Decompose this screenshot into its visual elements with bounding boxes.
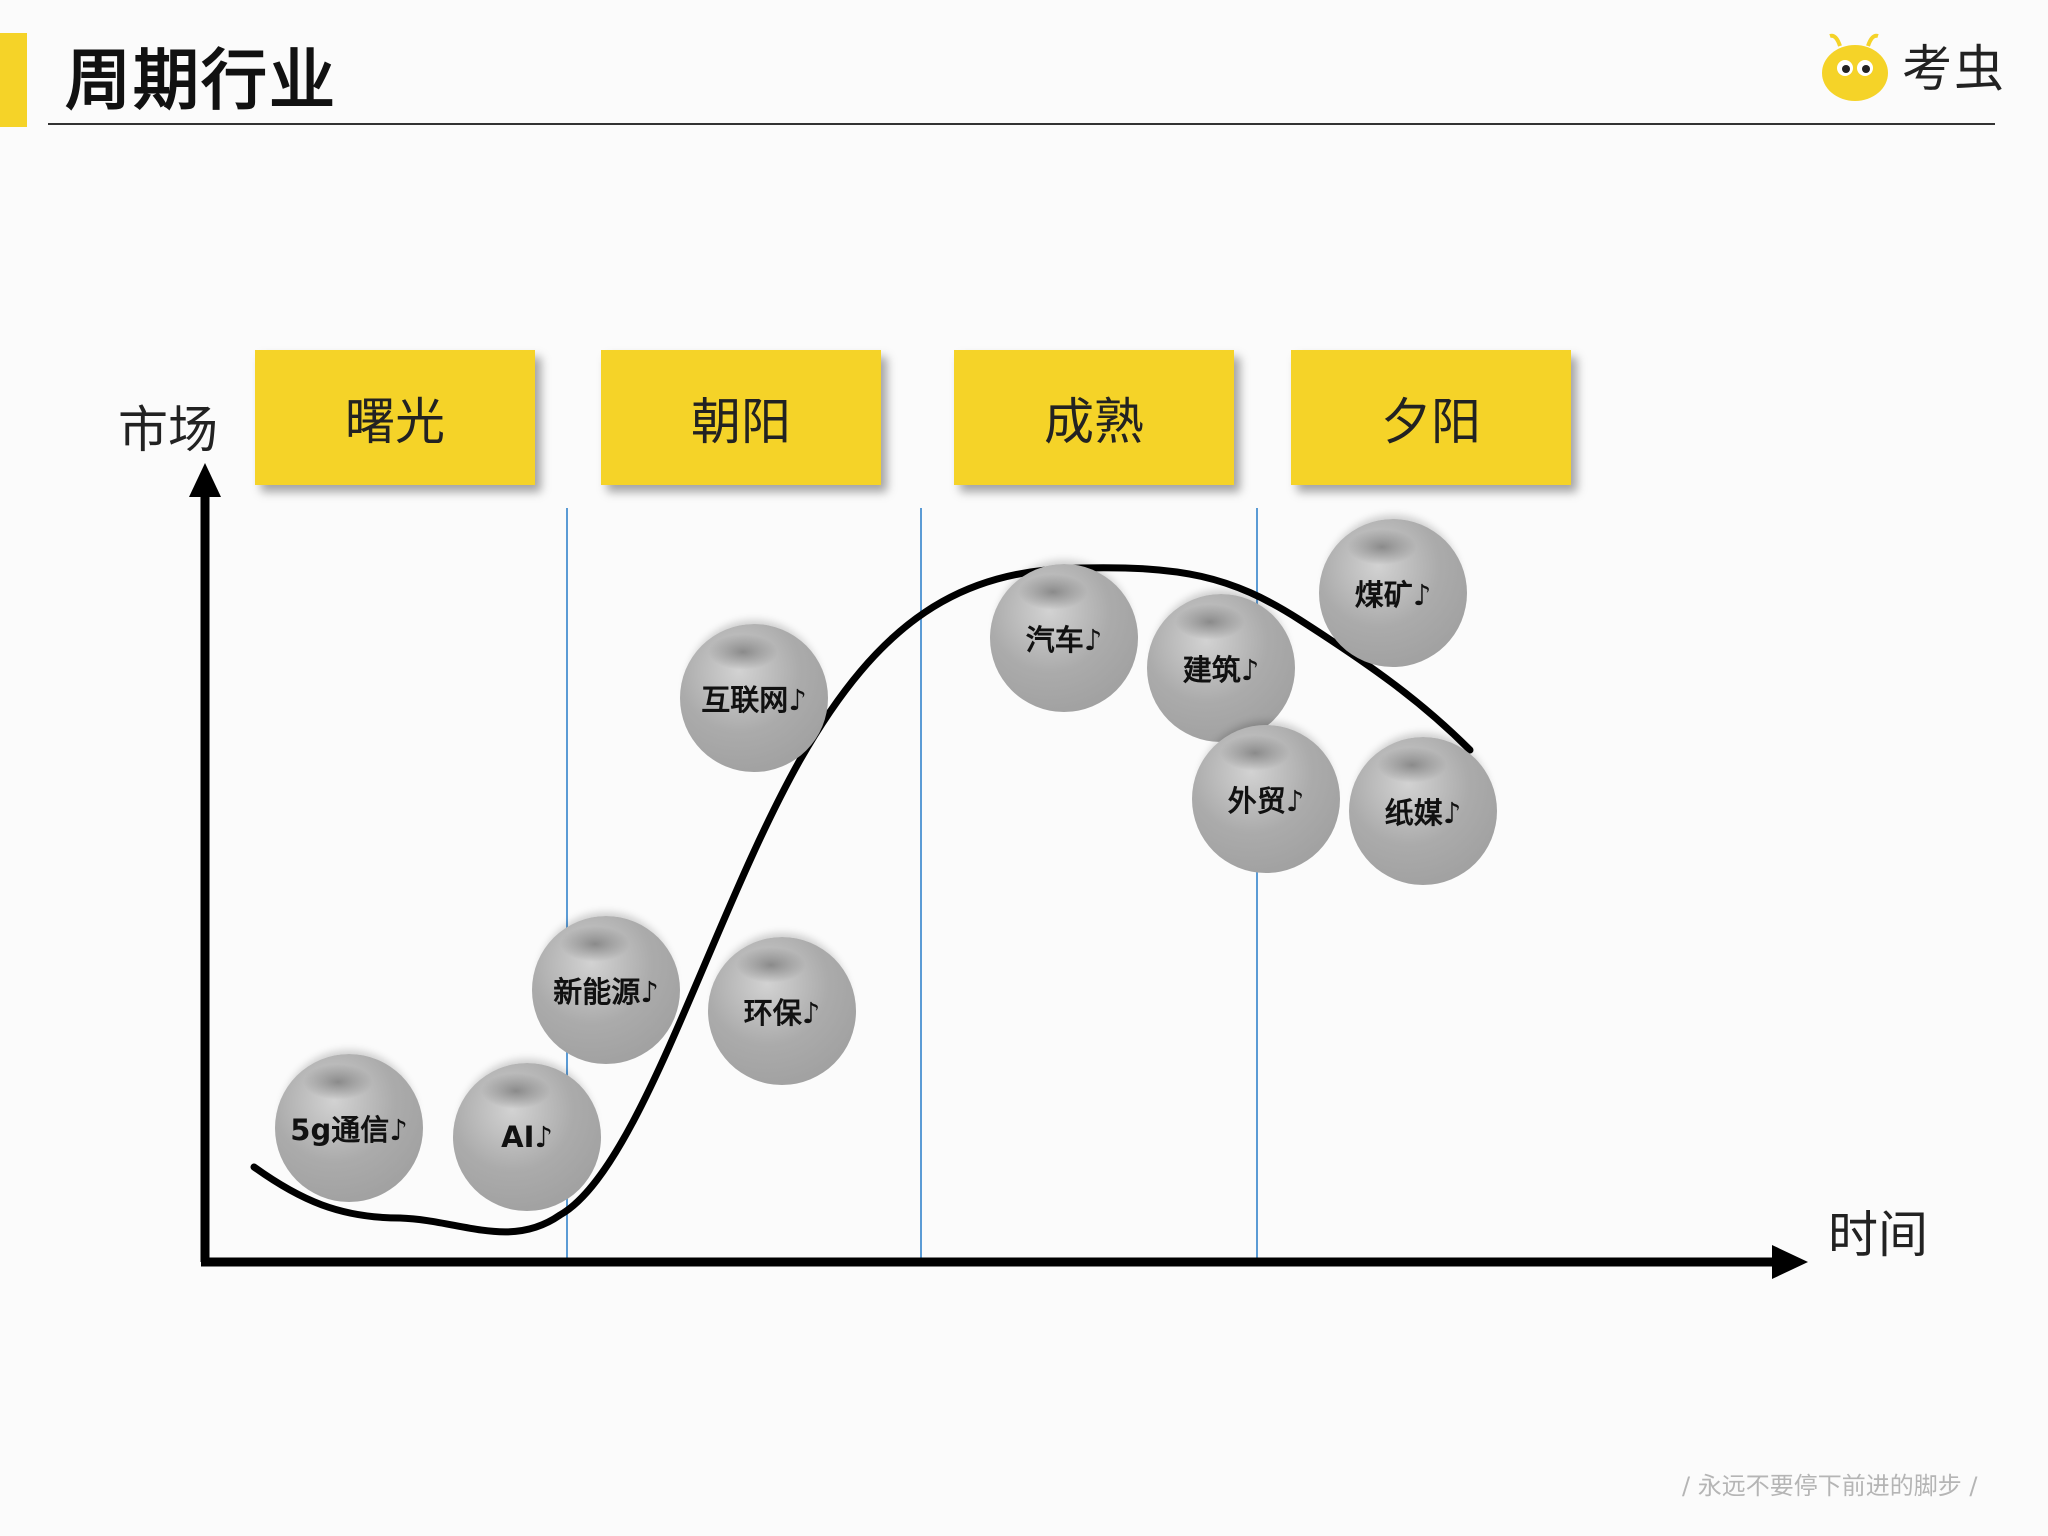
logo-icon (1822, 33, 1888, 101)
phase-box-mature: 成熟 (954, 350, 1234, 485)
industry-label: 5g通信♪ (290, 1113, 408, 1147)
industry-label: 互联网♪ (701, 683, 807, 717)
industry-ball-environment: 环保♪ (708, 937, 856, 1085)
industry-label: 煤矿♪ (1354, 578, 1432, 612)
industry-ball-new-energy: 新能源♪ (532, 916, 680, 1064)
title-accent-bar (0, 33, 27, 127)
y-axis-arrow (189, 463, 221, 497)
phase-box-dawn: 曙光 (255, 350, 535, 485)
phase-label: 夕阳 (1381, 392, 1481, 451)
industry-label: 纸媒♪ (1384, 796, 1462, 830)
page-title: 周期行业 (65, 42, 337, 119)
industry-ball-print-media: 纸媒♪ (1349, 737, 1497, 885)
industry-ball-auto: 汽车♪ (990, 564, 1138, 712)
industry-ball-construction: 建筑♪ (1147, 594, 1295, 742)
y-axis-label: 市场 (118, 401, 218, 459)
industry-ball-ai: AI♪ (453, 1063, 601, 1211)
industry-ball-trade: 外贸♪ (1192, 725, 1340, 873)
phase-box-sunset: 夕阳 (1291, 350, 1571, 485)
market-curve (250, 564, 1474, 1236)
industry-label: 外贸♪ (1227, 784, 1305, 818)
industry-label: 汽车♪ (1025, 623, 1103, 657)
phase-label: 成熟 (1044, 392, 1144, 451)
industry-ball-coal: 煤矿♪ (1319, 519, 1467, 667)
industry-label: 环保♪ (743, 996, 821, 1030)
title-divider (48, 123, 1995, 125)
logo-text: 考虫 (1902, 40, 2006, 98)
industry-label: AI♪ (501, 1120, 553, 1154)
industry-ball-5g: 5g通信♪ (275, 1054, 423, 1202)
phase-box-sunrise: 朝阳 (601, 350, 881, 485)
x-axis-arrow (1772, 1245, 1808, 1279)
x-axis-label: 时间 (1828, 1206, 1928, 1264)
industry-label: 新能源♪ (553, 975, 659, 1009)
phase-label: 朝阳 (691, 392, 791, 451)
phase-label: 曙光 (345, 392, 445, 451)
industry-ball-internet: 互联网♪ (680, 624, 828, 772)
footer-slogan: / 永远不要停下前进的脚步 / (1682, 1472, 1978, 1500)
industry-label: 建筑♪ (1182, 653, 1260, 687)
